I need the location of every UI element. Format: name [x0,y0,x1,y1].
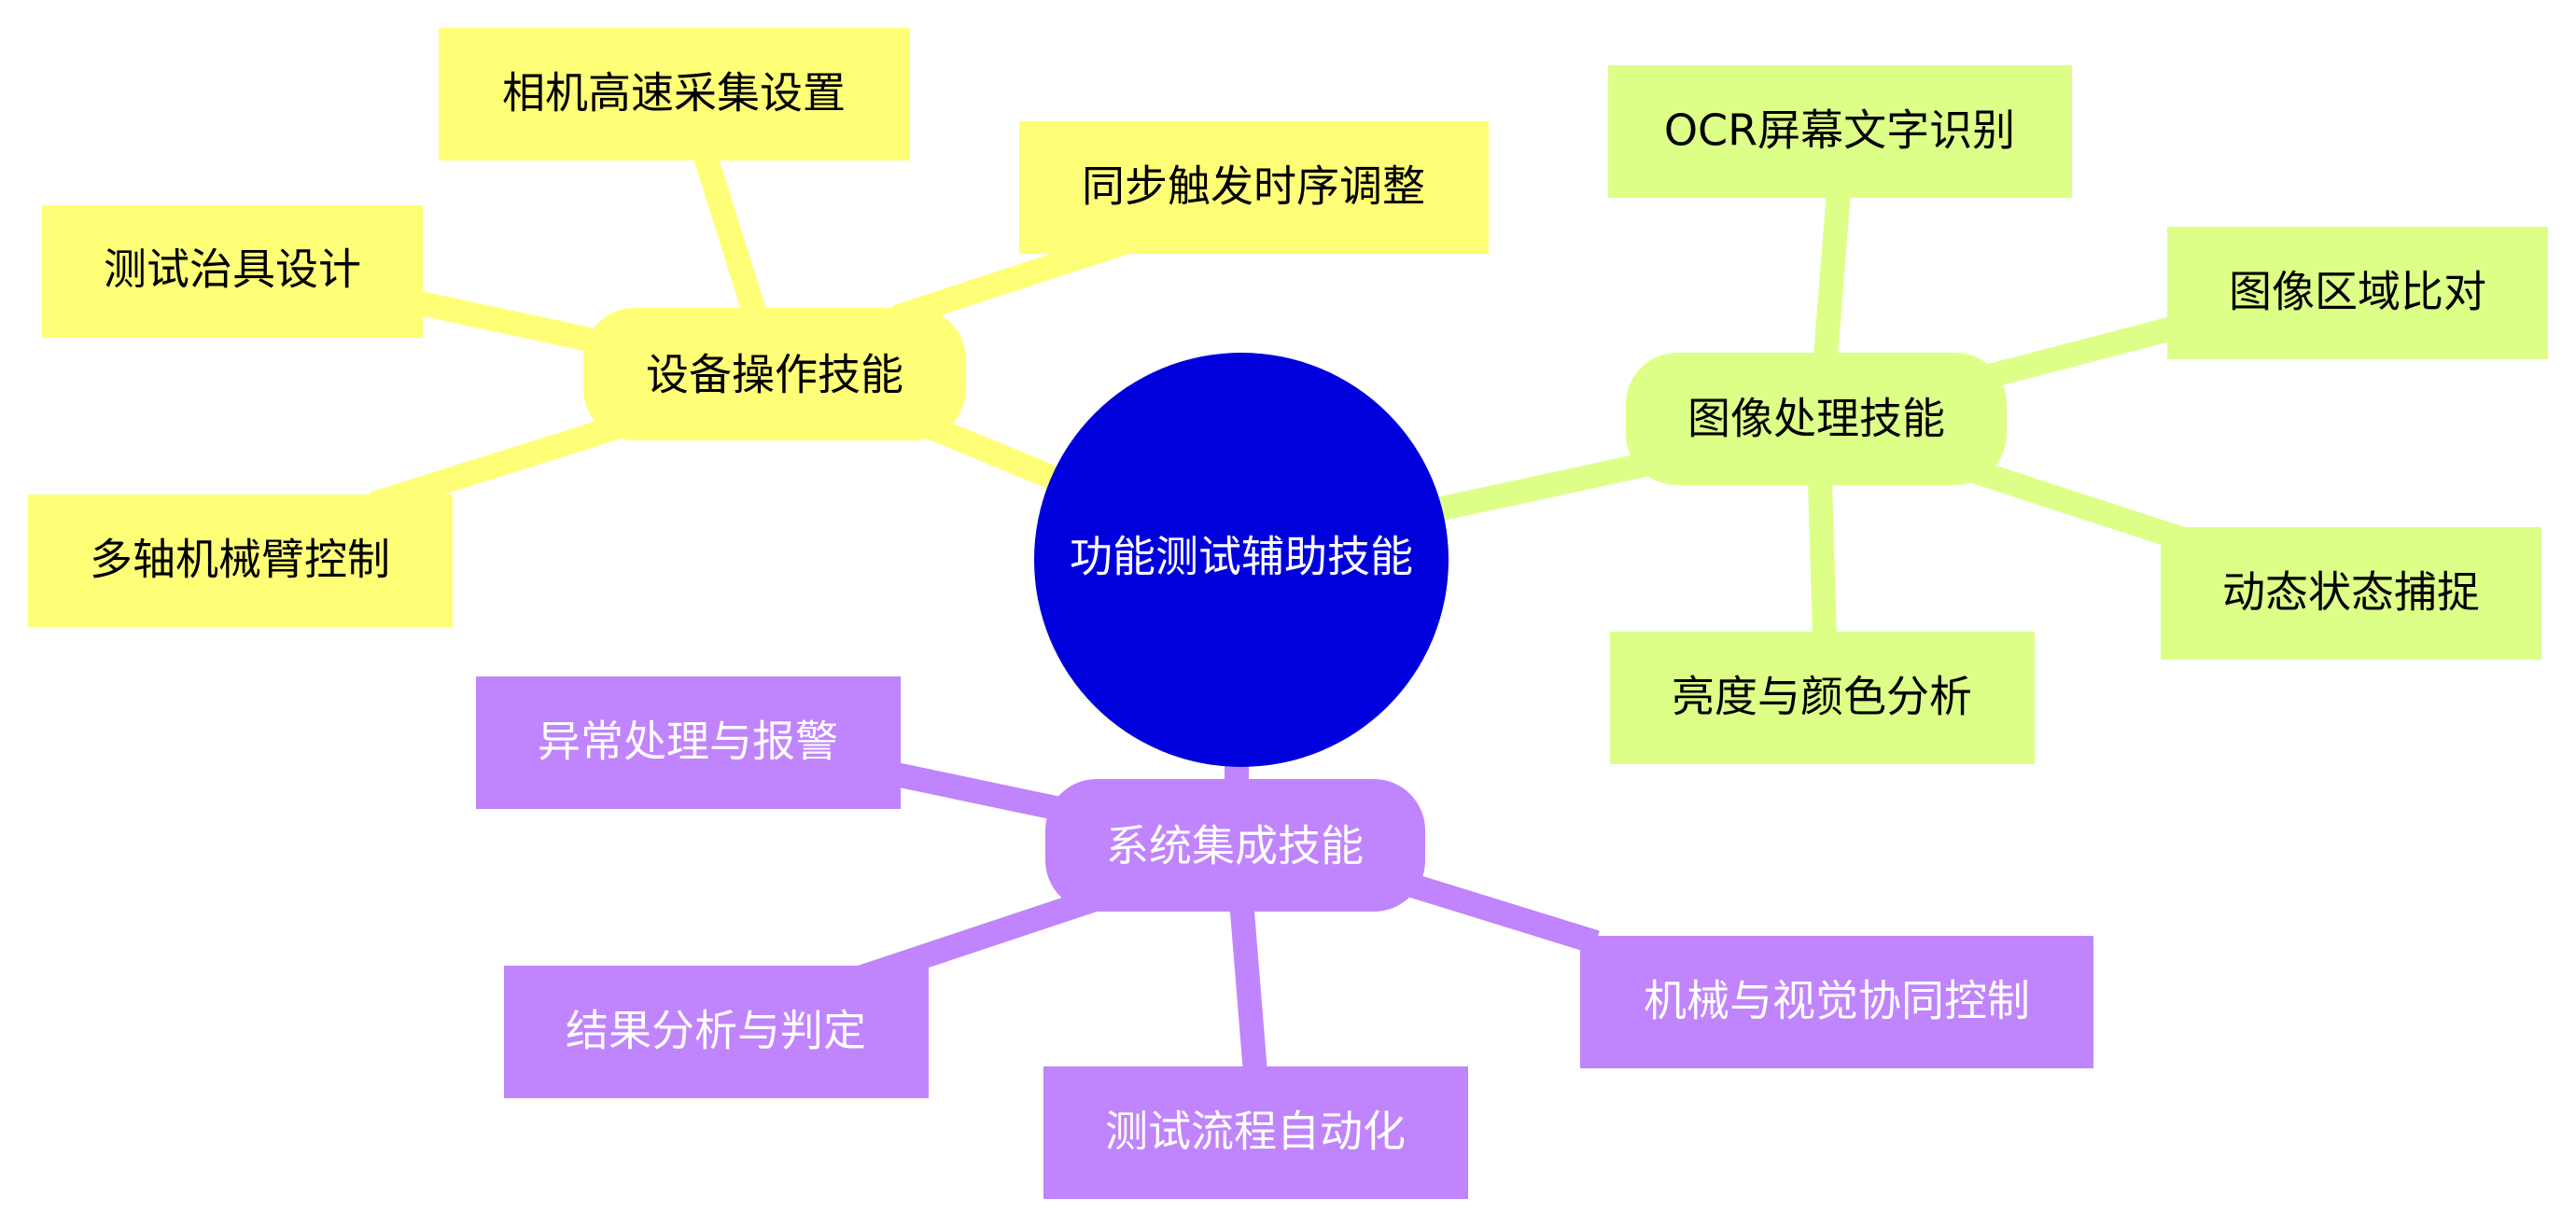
leaf-node-0-3[interactable]: 多轴机械臂控制 [28,495,453,627]
connector-branch-0-child-2 [417,291,619,357]
leaf-2-0-label: 异常处理与报警 [538,717,838,767]
root-circle [1034,353,1449,767]
connector-branch-2-child-2 [1229,899,1267,1075]
branch-0-shape [583,308,966,440]
root-label: 功能测试辅助技能 [1070,532,1413,582]
leaf-0-3-label: 多轴机械臂控制 [90,535,390,585]
connector-branch-1-child-0 [1813,189,1851,370]
leaf-1-2-label: 动态状态捕捉 [2222,567,2480,618]
leaf-node-2-0[interactable]: 异常处理与报警 [476,676,901,809]
leaf-node-0-0[interactable]: 相机高速采集设置 [439,28,910,160]
leaf-1-3-shape [1610,632,2035,764]
leaf-0-2-shape [42,205,423,338]
leaf-0-3-shape [28,495,453,627]
leaf-0-0-shape [439,28,910,160]
leaf-0-0-label: 相机高速采集设置 [502,68,846,118]
connector-branch-2-child-3 [1396,870,1600,954]
connector-branch-2-child-0 [893,762,1076,824]
leaf-1-1-label: 图像区域比对 [2229,267,2486,317]
root-node[interactable]: 功能测试辅助技能 [1034,353,1449,767]
leaf-node-1-3[interactable]: 亮度与颜色分析 [1610,632,2035,764]
leaf-node-2-2[interactable]: 测试流程自动化 [1043,1066,1468,1199]
connector-branch-1-child-3 [1808,480,1837,640]
branch-2-shape [1045,779,1425,912]
leaf-2-1-shape [504,966,929,1098]
leaf-1-1-shape [2167,227,2548,359]
leaf-1-2-shape [2161,527,2541,660]
leaf-0-1-label: 同步触发时序调整 [1082,161,1425,212]
leaf-node-1-2[interactable]: 动态状态捕捉 [2161,527,2541,660]
leaf-node-2-3[interactable]: 机械与视觉协同控制 [1580,936,2093,1068]
leaf-node-1-0[interactable]: OCR屏幕文字识别 [1608,65,2072,198]
leaf-1-0-label: OCR屏幕文字识别 [1664,105,2015,156]
connector-branch-1-child-1 [1961,314,2183,395]
leaf-2-3-label: 机械与视觉协同控制 [1644,976,2030,1026]
branch-node-0[interactable]: 设备操作技能 [583,308,966,440]
branch-0-label: 设备操作技能 [646,350,903,400]
connector-branch-0-child-3 [370,412,629,516]
connector-branch-0-child-0 [693,150,768,321]
leaf-2-2-shape [1043,1066,1468,1199]
leaf-2-0-shape [476,676,901,809]
branch-2-label: 系统集成技能 [1106,821,1364,871]
branch-node-1[interactable]: 图像处理技能 [1626,353,2007,485]
leaf-node-1-1[interactable]: 图像区域比对 [2167,227,2548,359]
leaf-2-3-shape [1580,936,2093,1068]
leaf-node-2-1[interactable]: 结果分析与判定 [504,966,929,1098]
leaf-2-1-label: 结果分析与判定 [566,1006,866,1056]
branch-1-shape [1626,353,2007,485]
leaf-1-0-shape [1608,65,2072,198]
leaf-0-2-label: 测试治具设计 [104,244,361,295]
leaf-0-1-shape [1019,121,1489,254]
leaf-2-2-label: 测试流程自动化 [1105,1107,1406,1157]
branch-node-2[interactable]: 系统集成技能 [1045,779,1425,912]
branch-1-label: 图像处理技能 [1687,394,1945,444]
leaf-1-3-label: 亮度与颜色分析 [1672,672,1972,722]
connector-branch-1-child-2 [1955,454,2193,553]
leaf-node-0-2[interactable]: 测试治具设计 [42,205,423,338]
leaf-node-0-1[interactable]: 同步触发时序调整 [1019,121,1489,254]
